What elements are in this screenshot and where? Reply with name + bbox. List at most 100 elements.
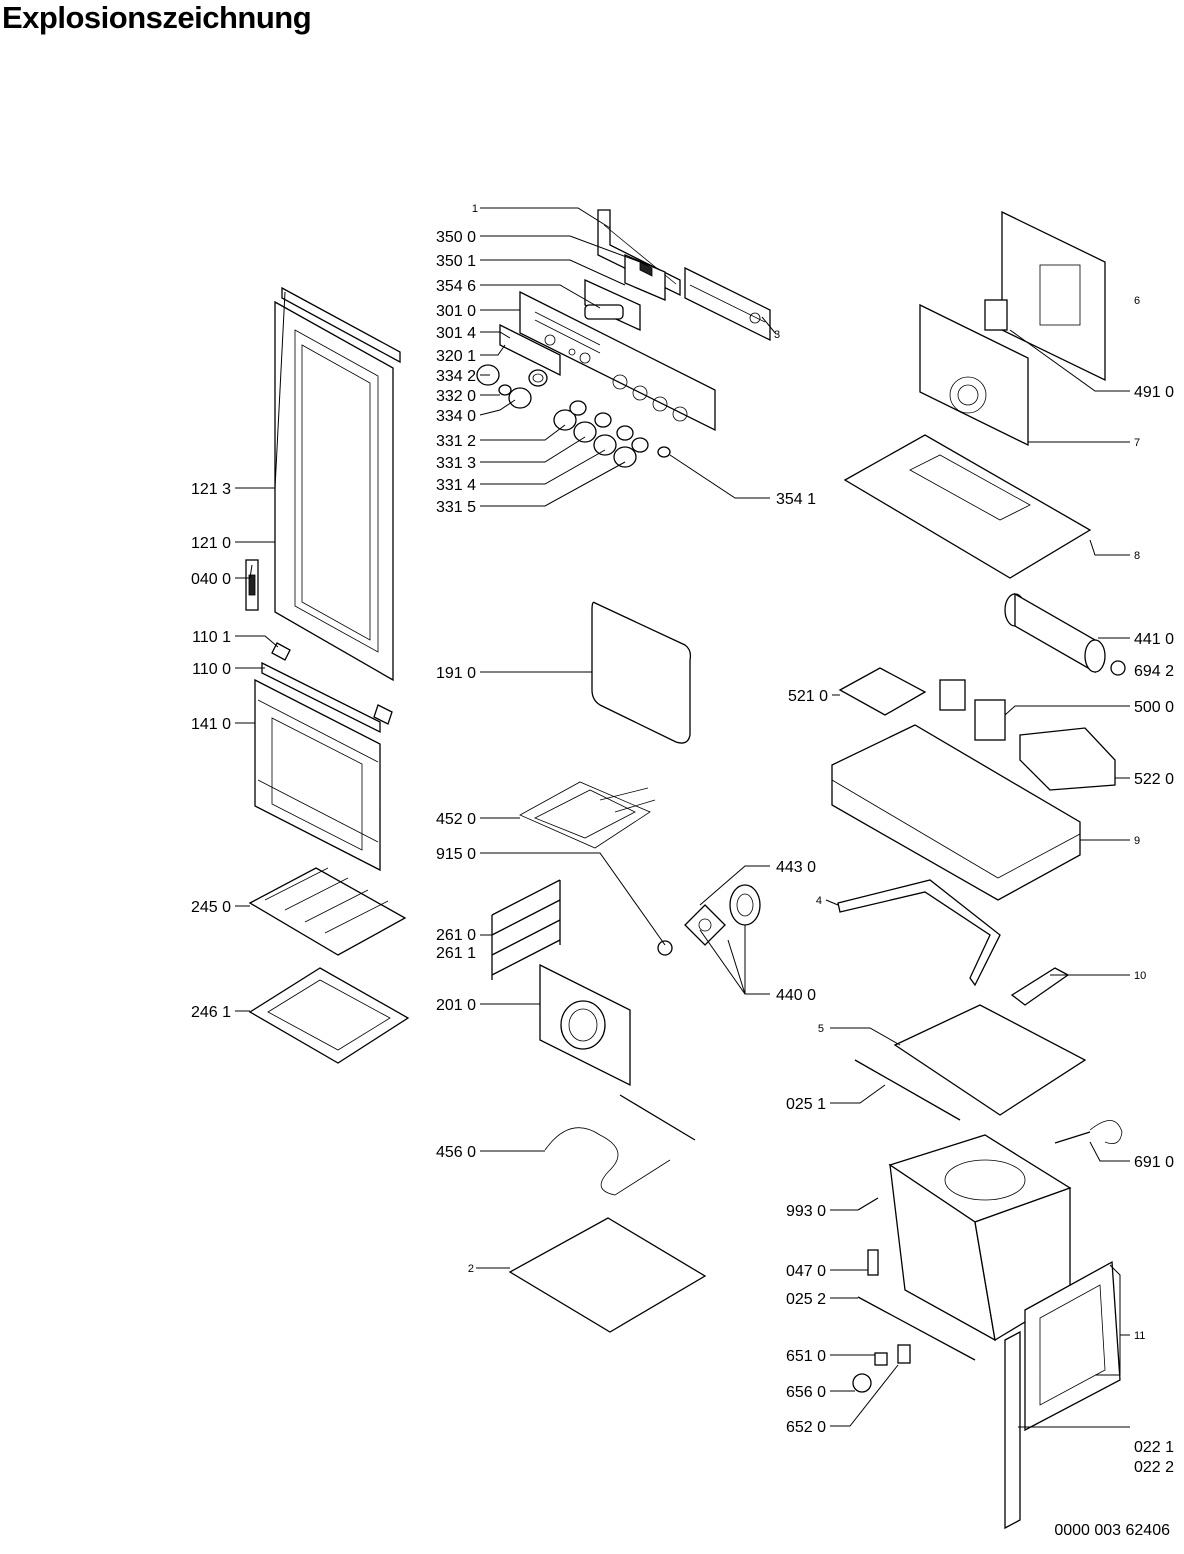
side-rail xyxy=(854,1059,961,1121)
label-331-2: 331 2 xyxy=(436,433,476,450)
label-121-0: 121 0 xyxy=(191,535,231,552)
label-521-0: 521 0 xyxy=(788,688,828,705)
label-9: 9 xyxy=(1134,835,1140,847)
fan-back-plate xyxy=(919,303,1029,447)
side-panel xyxy=(1004,1330,1021,1530)
power-module xyxy=(1019,727,1116,791)
label-500-0: 500 0 xyxy=(1134,699,1174,716)
label-2: 2 xyxy=(468,1263,474,1275)
label-331-4: 331 4 xyxy=(436,477,476,494)
door-trim xyxy=(281,286,401,364)
relay xyxy=(984,299,1008,331)
label-694-2: 694 2 xyxy=(1134,663,1174,680)
oven-lamp xyxy=(852,1344,911,1393)
label-11: 11 xyxy=(1134,1330,1145,1342)
bottom-heater xyxy=(544,1094,696,1196)
label-331-3: 331 3 xyxy=(436,455,476,472)
convection-fan xyxy=(657,884,761,956)
rear-panel xyxy=(1001,210,1106,382)
label-025-1: 025 1 xyxy=(786,1096,826,1113)
label-7: 7 xyxy=(1134,437,1140,449)
control-module xyxy=(838,667,927,716)
label-047-0: 047 0 xyxy=(786,1263,826,1280)
label-354-1: 354 1 xyxy=(776,491,816,508)
label-8: 8 xyxy=(1134,550,1140,562)
display-window xyxy=(499,323,561,377)
control-fascia xyxy=(519,290,716,432)
label-334-2: 334 2 xyxy=(436,368,476,385)
tangential-fan xyxy=(1004,592,1126,676)
part-labels: 1 350 0 350 1 354 6 301 0 301 4 320 1 33… xyxy=(191,203,1174,1476)
label-452-0: 452 0 xyxy=(436,811,476,828)
bracket xyxy=(1010,967,1070,1006)
label-332-0: 332 0 xyxy=(436,388,476,405)
label-191-0: 191 0 xyxy=(436,665,476,682)
label-261-0: 261 0 xyxy=(436,927,476,944)
baking-tray xyxy=(248,967,410,1064)
label-121-3: 121 3 xyxy=(191,481,231,498)
label-201-0: 201 0 xyxy=(436,997,476,1014)
rail-bottom xyxy=(857,1296,976,1361)
label-1: 1 xyxy=(472,203,478,215)
label-350-1: 350 1 xyxy=(436,253,476,270)
label-652-0: 652 0 xyxy=(786,1419,826,1436)
label-141-0: 141 0 xyxy=(191,716,231,733)
label-651-0: 651 0 xyxy=(786,1348,826,1365)
label-110-0: 110 0 xyxy=(192,661,231,678)
top-cover xyxy=(843,434,1092,579)
label-4: 4 xyxy=(816,895,822,907)
label-022-1: 022 1 xyxy=(1134,1439,1174,1456)
label-246-1: 246 1 xyxy=(191,1004,231,1021)
door-hinge xyxy=(245,559,259,611)
side-trim xyxy=(837,879,1001,987)
label-354-6: 354 6 xyxy=(436,278,476,295)
label-656-0: 656 0 xyxy=(786,1384,826,1401)
label-320-1: 320 1 xyxy=(436,348,476,365)
label-245-0: 245 0 xyxy=(191,899,231,916)
side-frame xyxy=(1024,1260,1121,1432)
label-301-0: 301 0 xyxy=(436,303,476,320)
label-334-0: 334 0 xyxy=(436,408,476,425)
shelf-support-rails xyxy=(491,879,561,980)
clip xyxy=(867,1249,879,1276)
relay-board xyxy=(939,679,1006,741)
leader-lines xyxy=(235,207,1130,1428)
insulation-plate xyxy=(893,1004,1087,1116)
label-3: 3 xyxy=(774,329,780,341)
label-301-4: 301 4 xyxy=(436,325,476,342)
label-491-0: 491 0 xyxy=(1134,384,1174,401)
wire-shelf xyxy=(248,867,407,956)
label-040-0: 040 0 xyxy=(191,571,231,588)
label-331-5: 331 5 xyxy=(436,499,476,516)
label-5: 5 xyxy=(818,1023,824,1035)
electronic-module xyxy=(584,254,666,332)
label-456-0: 456 0 xyxy=(436,1144,476,1161)
label-110-1: 110 1 xyxy=(192,629,231,646)
control-rail-right xyxy=(684,266,771,342)
document-number: 0000 003 62406 xyxy=(1054,1522,1170,1539)
label-440-0: 440 0 xyxy=(776,987,816,1004)
label-993-0: 993 0 xyxy=(786,1203,826,1220)
page-title: Explosionszeichnung xyxy=(2,0,312,35)
label-522-0: 522 0 xyxy=(1134,771,1174,788)
label-261-1: 261 1 xyxy=(436,945,476,962)
label-443-0: 443 0 xyxy=(776,859,816,876)
parts-drawings xyxy=(245,209,1126,1530)
label-691-0: 691 0 xyxy=(1134,1154,1174,1171)
screw xyxy=(857,1197,879,1211)
label-025-2: 025 2 xyxy=(786,1291,826,1308)
control-knobs xyxy=(476,364,671,468)
label-10: 10 xyxy=(1134,970,1146,982)
door-seal xyxy=(591,601,692,744)
temperature-sensor xyxy=(1054,1120,1123,1145)
inner-door-frame xyxy=(274,300,394,682)
outer-door-glass xyxy=(254,678,381,872)
fan-cover xyxy=(539,963,631,1087)
label-441-0: 441 0 xyxy=(1134,631,1174,648)
label-915-0: 915 0 xyxy=(436,846,476,863)
door-handle xyxy=(261,642,393,734)
label-022-2: 022 2 xyxy=(1134,1459,1174,1476)
chassis-frame xyxy=(831,724,1081,901)
label-6: 6 xyxy=(1134,295,1140,307)
